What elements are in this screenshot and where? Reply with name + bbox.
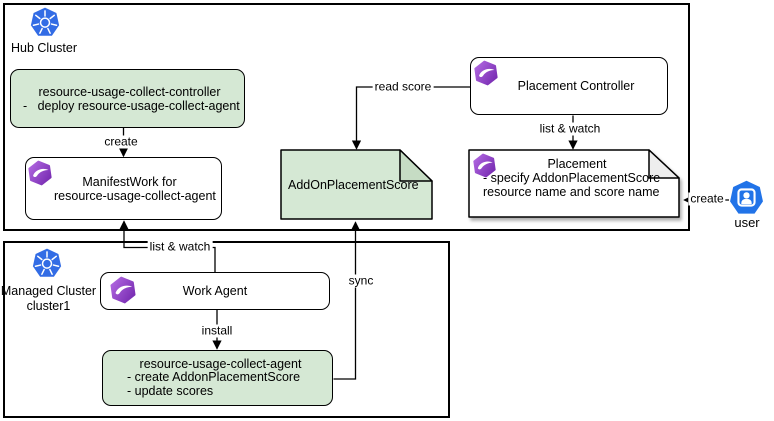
placement-controller-label: Placement Controller: [517, 79, 635, 93]
controller-line1: resource-usage-collect-controller: [38, 84, 221, 99]
work-agent-label: Work Agent: [182, 284, 248, 298]
node-manifestwork: ManifestWork for resource-usage-collect-…: [25, 157, 222, 220]
placement-line3: resource name and score name: [483, 185, 660, 199]
edge-label-create-user: create: [688, 191, 726, 206]
managed-cluster-label-line1: Managed Cluster: [0, 284, 97, 298]
node-resource-usage-collect-agent: resource-usage-collect-agent - create Ad…: [102, 350, 333, 406]
node-placement-controller: Placement Controller: [470, 57, 668, 115]
node-placement-shape: [468, 149, 680, 218]
edge-label-list-watch-hub: list & watch: [537, 121, 603, 136]
manifestwork-line2: resource-usage-collect-agent: [54, 188, 216, 203]
node-work-agent: Work Agent: [100, 272, 330, 310]
node-resource-usage-collect-controller: resource-usage-collect-controller - depl…: [10, 69, 245, 128]
node-placement-text: Placement - specify AddonPlacementScore …: [483, 157, 671, 199]
agent-line2: - create AddonPlacementScore: [127, 370, 301, 385]
hub-cluster-label: Hub Cluster: [11, 41, 77, 55]
edge-label-list-watch-agent: list & watch: [147, 239, 213, 254]
ocm-icon: [110, 276, 136, 304]
manifestwork-line1: ManifestWork for: [82, 174, 177, 189]
node-addonplacementscore-label: AddOnPlacementScore: [288, 178, 419, 192]
node-addonplacementscore-shape: [280, 149, 433, 220]
edge-label-read-score: read score: [372, 79, 434, 94]
edge-label-install: install: [199, 323, 235, 338]
ocm-icon: [474, 60, 498, 86]
user-label: user: [734, 215, 760, 230]
placement-line2: - specify AddonPlacementScore: [483, 171, 661, 185]
placement-line1: Placement: [547, 157, 607, 171]
agent-line1: resource-usage-collect-agent: [139, 356, 302, 371]
managed-cluster-label: Managed Cluster cluster1: [0, 284, 97, 314]
user-icon: [730, 180, 763, 214]
agent-line3: - update scores: [127, 383, 214, 398]
kubernetes-icon: [30, 7, 60, 36]
ocm-icon: [28, 160, 52, 186]
managed-cluster-container: [3, 241, 450, 418]
managed-cluster-label-line2: cluster1: [26, 299, 71, 313]
edge-label-sync: sync: [346, 273, 376, 288]
kubernetes-icon: [32, 248, 62, 277]
edge-label-create: create: [102, 134, 140, 149]
controller-line2: - deploy resource-usage-collect-agent: [23, 98, 240, 113]
ocm-icon: [473, 153, 496, 178]
